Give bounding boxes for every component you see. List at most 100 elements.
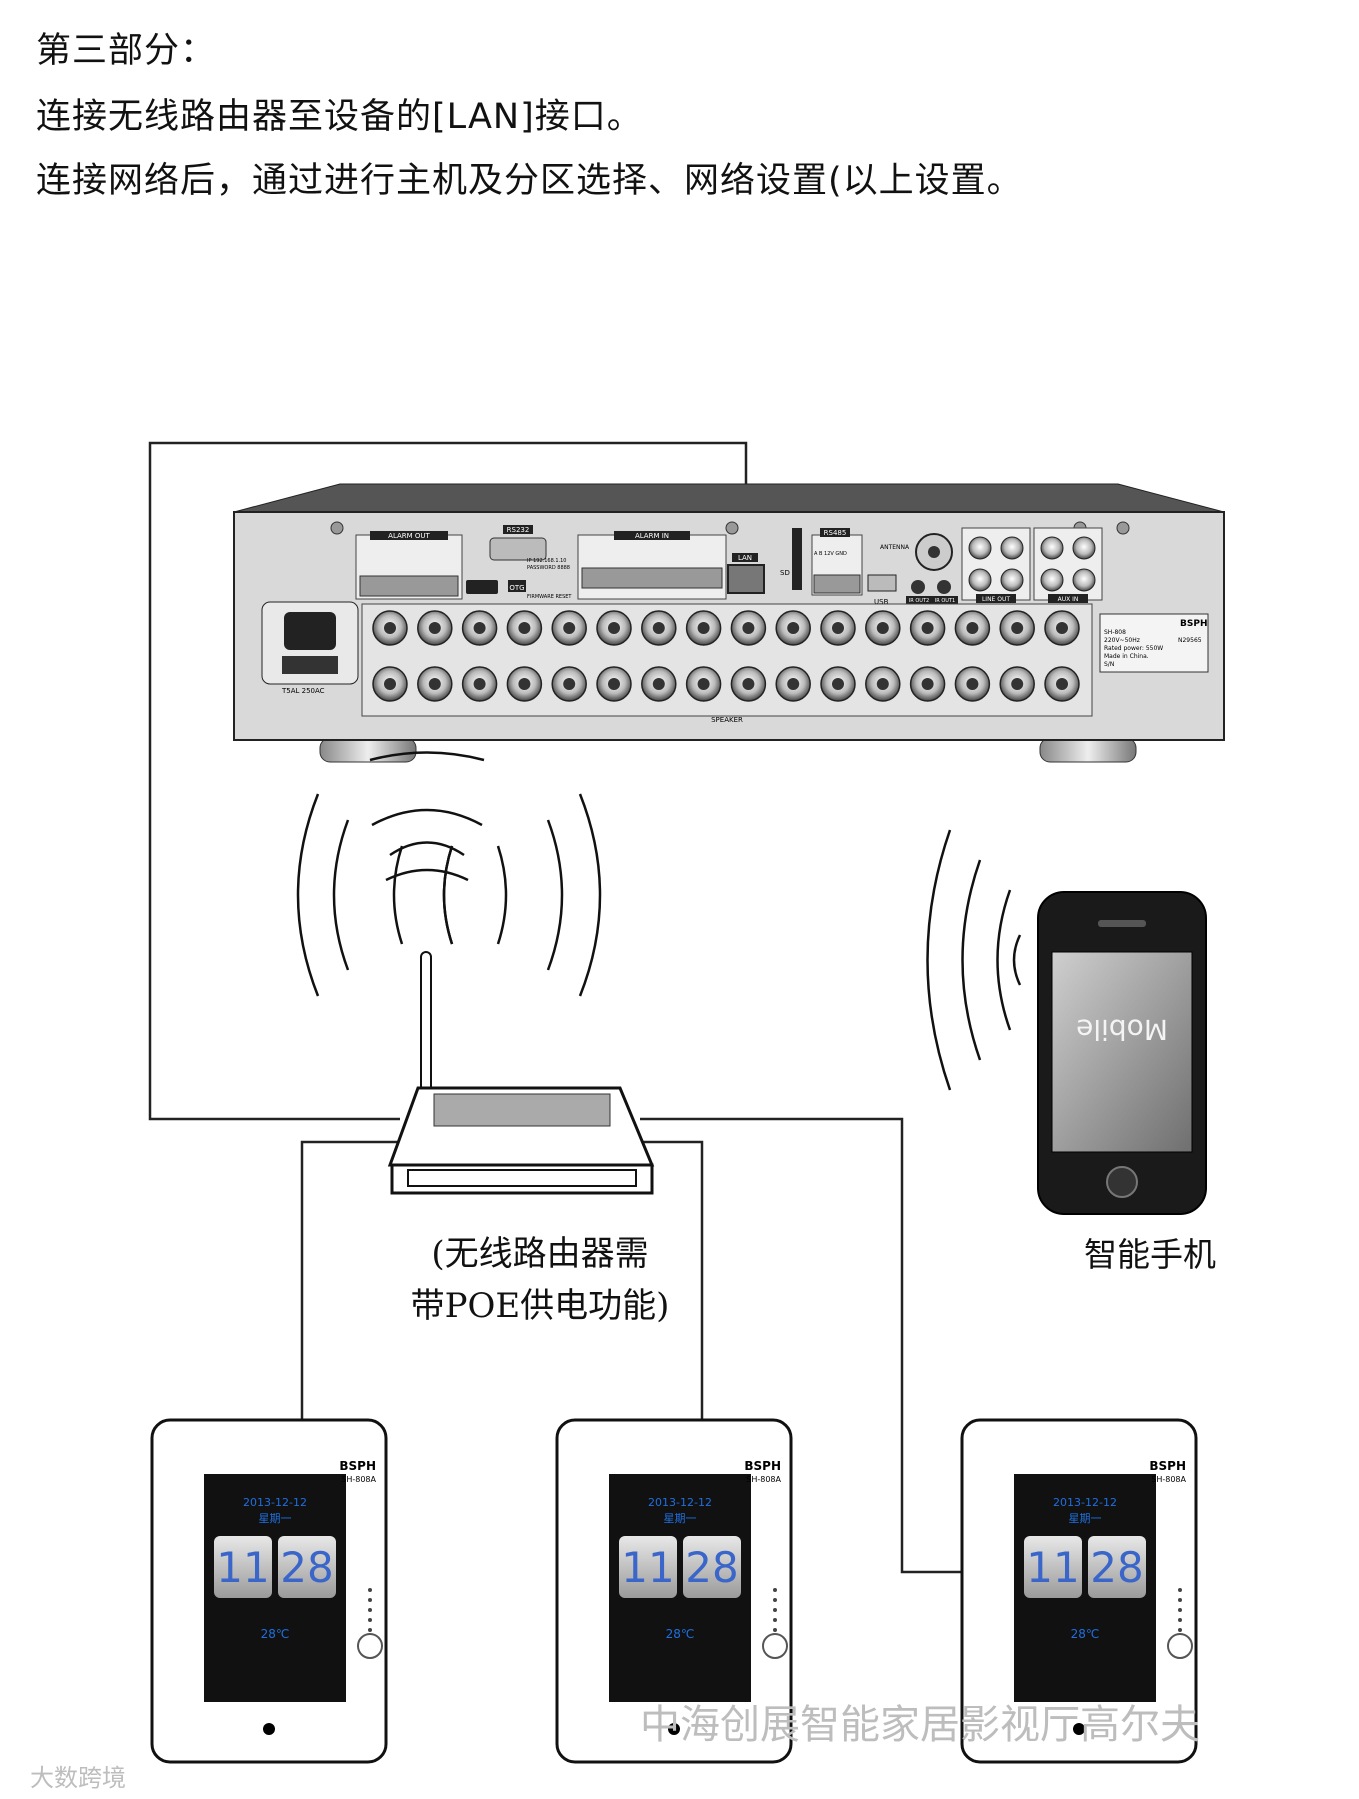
amplifier-rear-panel: T5AL 250AC ALARM OUT RS232 OTG IP 192.16… bbox=[234, 484, 1224, 762]
firmware-reset-label: FIRMWARE RESET bbox=[527, 594, 572, 600]
model-plate-brand: BSPH bbox=[1180, 619, 1207, 629]
speaker-jack-center-icon bbox=[787, 678, 799, 690]
panel-model: SH-808A bbox=[746, 1475, 781, 1484]
lan-port-icon bbox=[728, 565, 764, 593]
speaker-jack-center-icon bbox=[608, 622, 620, 634]
chassis-screw-icon bbox=[331, 522, 343, 534]
speaker-jack-center-icon bbox=[877, 678, 889, 690]
speaker-jack-center-icon bbox=[922, 622, 934, 634]
speaker-jack-center-icon bbox=[922, 678, 934, 690]
phone-caption: 智能手机 bbox=[1040, 1228, 1260, 1276]
router-caption-line1: (无线路由器需 bbox=[360, 1228, 720, 1280]
amplifier-top-cover bbox=[234, 484, 1224, 512]
rs232-port-icon bbox=[490, 538, 546, 560]
panel-indicator-dot-icon bbox=[1178, 1618, 1182, 1622]
lan-port-label: LAN bbox=[738, 554, 752, 562]
model-plate-line: Made in China. bbox=[1104, 653, 1149, 660]
router-antenna-icon bbox=[421, 952, 431, 1092]
panel-indicator-dot-icon bbox=[368, 1608, 372, 1612]
amplifier-foot-right bbox=[1040, 738, 1136, 762]
panel-brand: BSPH bbox=[339, 1459, 376, 1473]
model-plate-line: S/N bbox=[1104, 661, 1114, 668]
line-out-label: LINE OUT bbox=[982, 596, 1010, 603]
alarm-in-label: ALARM IN bbox=[635, 532, 669, 540]
phone-screen-text: Mobile bbox=[1076, 1013, 1168, 1046]
model-plate-line: Rated power: 550W bbox=[1104, 645, 1163, 652]
aux-in-block bbox=[1034, 528, 1102, 600]
alarm-out-label: ALARM OUT bbox=[388, 532, 430, 540]
panel-model: SH-808A bbox=[341, 1475, 376, 1484]
panel-weekday: 星期一 bbox=[664, 1512, 697, 1525]
panel-indicator-dot-icon bbox=[368, 1598, 372, 1602]
speaker-jack-center-icon bbox=[1011, 678, 1023, 690]
model-plate-line: 220V~50Hz bbox=[1104, 637, 1140, 644]
alarm-in-terminal bbox=[582, 568, 722, 588]
speaker-jack-center-icon bbox=[742, 678, 754, 690]
speaker-jack-center-icon bbox=[877, 622, 889, 634]
panel-date: 2013-12-12 bbox=[243, 1496, 307, 1509]
panel-minute: 28 bbox=[280, 1543, 333, 1592]
speaker-jack-center-icon bbox=[384, 622, 396, 634]
panel-indicator-dot-icon bbox=[773, 1598, 777, 1602]
sd-label: SD bbox=[780, 569, 790, 577]
cert-label: N29565 bbox=[1178, 637, 1202, 644]
speaker-jack-center-icon bbox=[832, 622, 844, 634]
speaker-jack-center-icon bbox=[563, 622, 575, 634]
speaker-jack-center-icon bbox=[698, 622, 710, 634]
alarm-out-terminal bbox=[360, 576, 458, 596]
speaker-jack-center-icon bbox=[429, 678, 441, 690]
speaker-jack-center-icon bbox=[518, 622, 530, 634]
amplifier-foot-left bbox=[320, 738, 416, 762]
speaker-jack-center-icon bbox=[698, 678, 710, 690]
speaker-label: SPEAKER bbox=[711, 716, 743, 724]
panel-hour: 11 bbox=[621, 1543, 674, 1592]
panel-weekday: 星期一 bbox=[1069, 1512, 1102, 1525]
panel-weekday: 星期一 bbox=[259, 1512, 292, 1525]
speaker-jack-center-icon bbox=[1056, 622, 1068, 634]
panel-indicator-dot-icon bbox=[1178, 1598, 1182, 1602]
panel-minute: 28 bbox=[685, 1543, 738, 1592]
panel-indicator-dot-icon bbox=[773, 1608, 777, 1612]
ir-out1-label: IR OUT1 bbox=[935, 598, 955, 604]
panel-temperature: 28℃ bbox=[666, 1627, 695, 1641]
speaker-jack-center-icon bbox=[474, 622, 486, 634]
speaker-jack-center-icon bbox=[384, 678, 396, 690]
sd-slot-icon bbox=[792, 528, 802, 590]
panel-indicator-dot-icon bbox=[1178, 1608, 1182, 1612]
usb-port-icon bbox=[868, 575, 896, 591]
panel-minute: 28 bbox=[1090, 1543, 1143, 1592]
rs485-pins-label: A B 12V GND bbox=[814, 551, 847, 557]
panel-indicator-dot-icon bbox=[1178, 1628, 1182, 1632]
panel-indicator-dot-icon bbox=[368, 1588, 372, 1592]
otg-label: OTG bbox=[509, 584, 524, 592]
panel-indicator-dot-icon bbox=[368, 1628, 372, 1632]
panel-hour: 11 bbox=[1026, 1543, 1079, 1592]
rs485-label: RS485 bbox=[824, 529, 847, 537]
panel-indicator-dot-icon bbox=[368, 1618, 372, 1622]
rs485-terminal bbox=[814, 575, 860, 593]
panel-temperature: 28℃ bbox=[1071, 1627, 1100, 1641]
speaker-jack-center-icon bbox=[1056, 678, 1068, 690]
panel-date: 2013-12-12 bbox=[1053, 1496, 1117, 1509]
fuse-holder-icon bbox=[282, 656, 338, 674]
smartphone: Mobile bbox=[1038, 892, 1206, 1214]
watermark-text-left: 大数跨境 bbox=[30, 1758, 126, 1793]
ir-out1-jack-icon bbox=[937, 580, 951, 594]
phone-wifi-waves-icon bbox=[928, 830, 1021, 1090]
router-wifi-waves-icon bbox=[298, 753, 600, 997]
panel-brand: BSPH bbox=[744, 1459, 781, 1473]
speaker-jack-center-icon bbox=[518, 678, 530, 690]
speaker-jack-center-icon bbox=[966, 678, 978, 690]
panel-date: 2013-12-12 bbox=[648, 1496, 712, 1509]
speaker-jack-center-icon bbox=[966, 622, 978, 634]
rs232-label: RS232 bbox=[507, 526, 530, 534]
chassis-screw-icon bbox=[1117, 522, 1129, 534]
panel-hour: 11 bbox=[216, 1543, 269, 1592]
speaker-jack-center-icon bbox=[608, 678, 620, 690]
phone-speaker-icon bbox=[1098, 920, 1146, 927]
speaker-jack-center-icon bbox=[429, 622, 441, 634]
alarm-in-block bbox=[578, 535, 726, 599]
speaker-jack-center-icon bbox=[787, 622, 799, 634]
